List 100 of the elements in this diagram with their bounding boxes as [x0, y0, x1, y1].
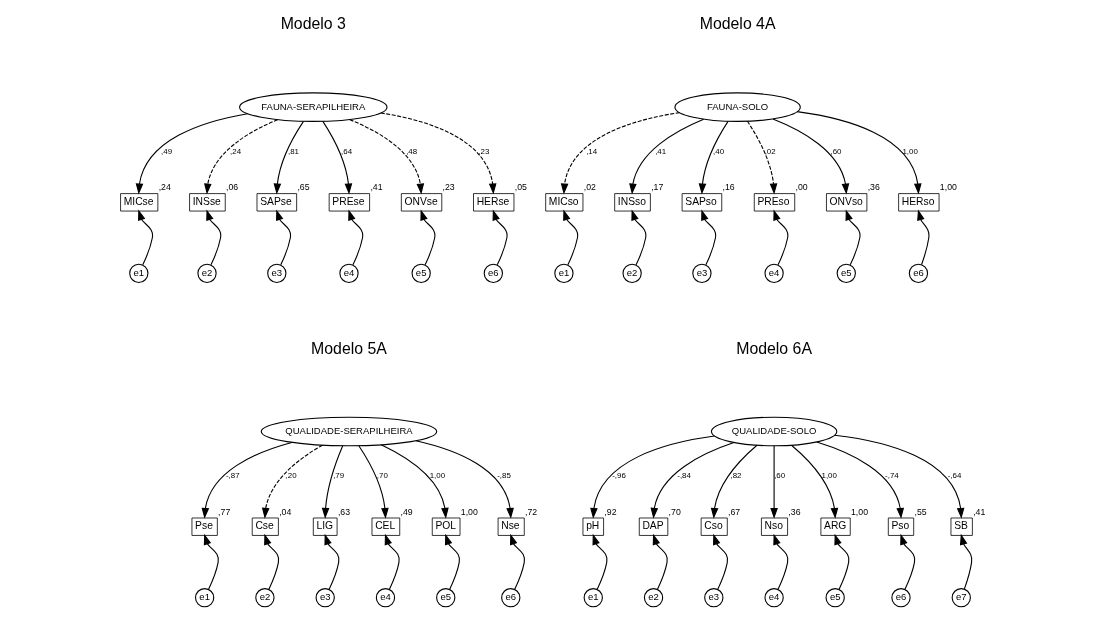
- edge-label: -,84: [676, 471, 691, 481]
- node-box: HERse: [472, 193, 514, 212]
- edge-label: ,60: [829, 146, 841, 156]
- node-label: ,72: [524, 506, 537, 517]
- edge-label: ,41: [654, 146, 666, 156]
- node-box: MICse: [119, 193, 158, 212]
- node-circle: e4: [763, 263, 784, 283]
- node-label: ,04: [278, 506, 291, 517]
- arrow: [899, 533, 915, 590]
- edge-label: -,87: [225, 471, 240, 481]
- node-label: 1,00: [850, 506, 868, 517]
- arrow: [650, 442, 734, 519]
- node-label: 1,00: [939, 182, 957, 193]
- node-box: PREse: [328, 193, 370, 212]
- arrow: [263, 533, 279, 590]
- arrow: [273, 121, 304, 195]
- node-circle: e5: [411, 263, 431, 283]
- arrow: [790, 444, 838, 519]
- node-circle: e3: [691, 263, 712, 283]
- node-label: 1,00: [460, 506, 478, 517]
- node-circle: e6: [890, 588, 911, 608]
- node-box: SAPso: [681, 193, 722, 212]
- node-circle: e6: [500, 588, 520, 608]
- arrow: [562, 209, 578, 266]
- arrow: [492, 209, 508, 266]
- node-circle: e4: [338, 263, 359, 283]
- arrow: [205, 209, 221, 266]
- node-label: ,63: [337, 506, 350, 517]
- node-circle: e1: [583, 588, 603, 608]
- arrow: [419, 209, 435, 266]
- edge-label: ,79: [332, 471, 344, 481]
- node-circle: e1: [128, 263, 148, 283]
- node-label: ,55: [913, 506, 927, 517]
- edge-label: -,96: [611, 471, 626, 481]
- node-circle: e4: [375, 588, 395, 608]
- edge-label: ,49: [160, 146, 172, 156]
- edge-label: ,64: [340, 146, 352, 156]
- node-box: INSse: [188, 193, 226, 212]
- arrow: [698, 120, 729, 195]
- node-label: ,36: [867, 182, 880, 193]
- arrow: [833, 434, 964, 519]
- node-circle: e1: [194, 588, 214, 608]
- arrow: [712, 533, 728, 590]
- arrow: [560, 112, 680, 195]
- arrow: [384, 533, 400, 590]
- node-label: ,41: [972, 506, 985, 517]
- node-box: Cso: [700, 517, 728, 536]
- node-box: Nse: [497, 517, 525, 536]
- node-circle: e5: [825, 588, 845, 608]
- node-box: MICso: [544, 193, 583, 212]
- node-circle: e2: [254, 588, 275, 608]
- arrow: [135, 113, 248, 195]
- node-circle: e6: [908, 263, 928, 283]
- label: Modelo 4A: [699, 15, 776, 33]
- node-box: SB: [950, 517, 973, 536]
- arrow: [201, 441, 292, 519]
- node-label: ,00: [795, 182, 808, 193]
- node-circle: e2: [621, 263, 642, 283]
- edge-label: ,60: [773, 471, 785, 481]
- node-box: POL: [431, 517, 460, 536]
- arrow: [509, 533, 525, 590]
- edge-label: -,85: [496, 471, 511, 481]
- node-box: ARG: [820, 517, 851, 536]
- node-circle: e5: [435, 588, 455, 608]
- node-box: CEL: [371, 517, 400, 536]
- edge-label: ,70: [376, 471, 388, 481]
- edge-label: ,24: [229, 146, 241, 156]
- edge-label: 1,00: [429, 471, 445, 481]
- node-box: Pso: [887, 517, 914, 536]
- node-ellipse: QUALIDADE-SERAPILHEIRA: [260, 416, 437, 447]
- arrow: [323, 533, 339, 590]
- node-label: ,77: [217, 506, 230, 517]
- label: Modelo 5A: [310, 339, 387, 357]
- arrow: [414, 440, 514, 519]
- node-label: ,16: [722, 182, 735, 193]
- edge-label: ,20: [285, 471, 297, 481]
- node-label: ,06: [225, 182, 238, 193]
- node-box: LIG: [312, 517, 337, 536]
- node-circle: e3: [703, 588, 723, 608]
- arrow: [630, 209, 646, 266]
- arrow: [959, 533, 972, 590]
- arrow: [321, 120, 352, 195]
- arrow: [203, 533, 219, 590]
- edge-label: ,02: [764, 146, 776, 156]
- edge-label: 1,00: [821, 471, 837, 481]
- node-box: Nso: [760, 517, 788, 536]
- node-circle: e2: [196, 263, 217, 283]
- node-box: ONVso: [825, 193, 867, 212]
- node-label: ,92: [603, 506, 616, 517]
- node-box: pH: [582, 517, 604, 536]
- arrow: [833, 533, 849, 590]
- arrow: [746, 120, 777, 195]
- edge-label: ,48: [405, 146, 417, 156]
- node-box: SAPse: [256, 193, 297, 212]
- node-ellipse: QUALIDADE-SOLO: [710, 416, 837, 447]
- node-box: PREso: [753, 193, 795, 212]
- node-label: ,65: [296, 182, 310, 193]
- node-box: DAP: [638, 517, 668, 536]
- arrow: [772, 209, 788, 266]
- label: Modelo 3: [280, 15, 346, 33]
